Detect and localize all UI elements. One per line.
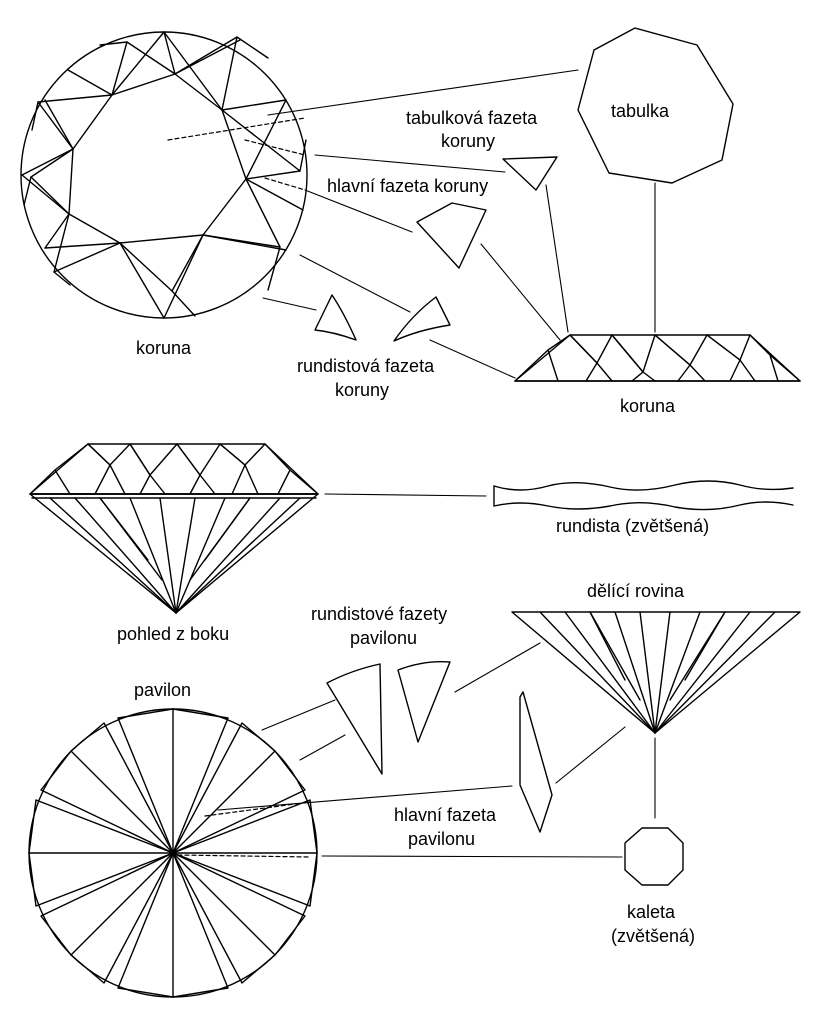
star-facet-pointer <box>244 139 306 156</box>
leader-crown-to-star <box>314 154 506 173</box>
pav-girdle-leader-2 <box>299 734 346 761</box>
main-crown-facet-figure: hlavní fazeta koruny <box>327 176 561 341</box>
label-kaleta-2: (zvětšená) <box>611 926 695 946</box>
label-rundistove-2: pavilonu <box>350 628 417 648</box>
label-tabulkova-2: koruny <box>441 131 495 151</box>
culet-figure: kaleta (zvětšená) <box>321 827 695 946</box>
label-kaleta-1: kaleta <box>627 902 676 922</box>
star-facet-triangle <box>502 156 558 191</box>
main-crown-facet-kite <box>416 202 487 269</box>
pavilion-main-facet-pointer <box>204 801 311 817</box>
leader-crown-to-main <box>304 189 413 233</box>
culet-octagon <box>624 827 684 886</box>
main-pavilion-facet-shape <box>519 691 553 833</box>
crown-top-view: koruna <box>20 31 308 358</box>
star-to-side-leader <box>545 184 569 333</box>
label-hlavni-pav-2: pavilonu <box>408 829 475 849</box>
girdle-enlarged: rundista (zvětšená) <box>493 480 794 536</box>
label-pavilon: pavilon <box>134 680 191 700</box>
label-hlavni-pav-1: hlavní fazeta <box>394 805 497 825</box>
crown-girdle-facet-left <box>314 294 357 341</box>
label-hlavni-koruny: hlavní fazeta koruny <box>327 176 488 196</box>
crown-girdle-facet-right <box>393 296 451 342</box>
label-tabulka: tabulka <box>611 101 670 121</box>
table-facet-octagon <box>577 27 734 184</box>
table-facet-figure: tabulka <box>577 27 734 333</box>
label-rundistova-2: koruny <box>335 380 389 400</box>
label-pohled: pohled z boku <box>117 624 229 644</box>
side-crown-outline <box>29 443 319 495</box>
table-octagon <box>68 73 247 244</box>
girdle-bottom-edge <box>493 501 794 511</box>
label-delici: dělící rovina <box>587 581 685 601</box>
crown-facet-lines <box>21 31 307 319</box>
crown-side-facets <box>514 334 801 382</box>
pavilion-side-outline <box>511 611 801 734</box>
pavilion-culet-pointer <box>177 854 311 858</box>
girdle-facet-to-side-leader <box>429 339 516 379</box>
label-rundista: rundista (zvětšená) <box>556 516 709 536</box>
main-pav-to-side-leader <box>555 726 626 784</box>
pavilion-girdle-facet-left <box>326 663 383 775</box>
pavilion-bottom-view: pavilon <box>28 680 318 998</box>
crown-girdle-circle <box>20 31 308 319</box>
side-crown-facets <box>29 443 319 495</box>
crown-girdle-facets: rundistová fazeta koruny <box>297 294 516 400</box>
leader-crown-to-girdle2 <box>299 254 411 313</box>
crown-side-view: koruna <box>514 334 801 416</box>
culet-leader <box>321 855 623 858</box>
pavilion-girdle-facets: rundistové fazety pavilonu <box>261 604 541 775</box>
star-facet-figure: tabulková fazeta koruny <box>406 108 569 333</box>
label-tabulkova-1: tabulková fazeta <box>406 108 538 128</box>
leader-crown-to-girdle1 <box>262 297 317 311</box>
label-koruna-top: koruna <box>136 338 192 358</box>
pav-girdle-leader-1 <box>261 699 336 731</box>
side-pavilion-facets <box>49 497 301 614</box>
pavilion-facet-rays <box>28 708 318 998</box>
main-crown-facet-pointer <box>264 177 306 191</box>
table-facet-pointer <box>167 117 306 141</box>
pavilion-side-view: dělící rovina <box>511 581 801 819</box>
full-side-view: pohled z boku <box>29 443 487 644</box>
pav-girdle-to-side-leader <box>454 642 541 693</box>
pavilion-side-facets <box>539 611 776 734</box>
pavilion-girdle-facet-right <box>397 660 451 743</box>
star-facets <box>30 36 301 292</box>
label-rundistova-1: rundistová fazeta <box>297 356 435 376</box>
main-pavilion-facet-figure: hlavní fazeta pavilonu <box>217 691 626 849</box>
pavilion-main-facets <box>28 708 318 998</box>
main-facet-to-side-leader <box>480 243 561 341</box>
label-koruna-side: koruna <box>620 396 676 416</box>
girdle-top-edge <box>493 480 794 491</box>
label-rundistove-1: rundistové fazety <box>311 604 447 624</box>
main-pav-leader <box>217 785 513 811</box>
leader-crown-to-table <box>267 69 579 116</box>
girdle-leader <box>324 493 487 497</box>
